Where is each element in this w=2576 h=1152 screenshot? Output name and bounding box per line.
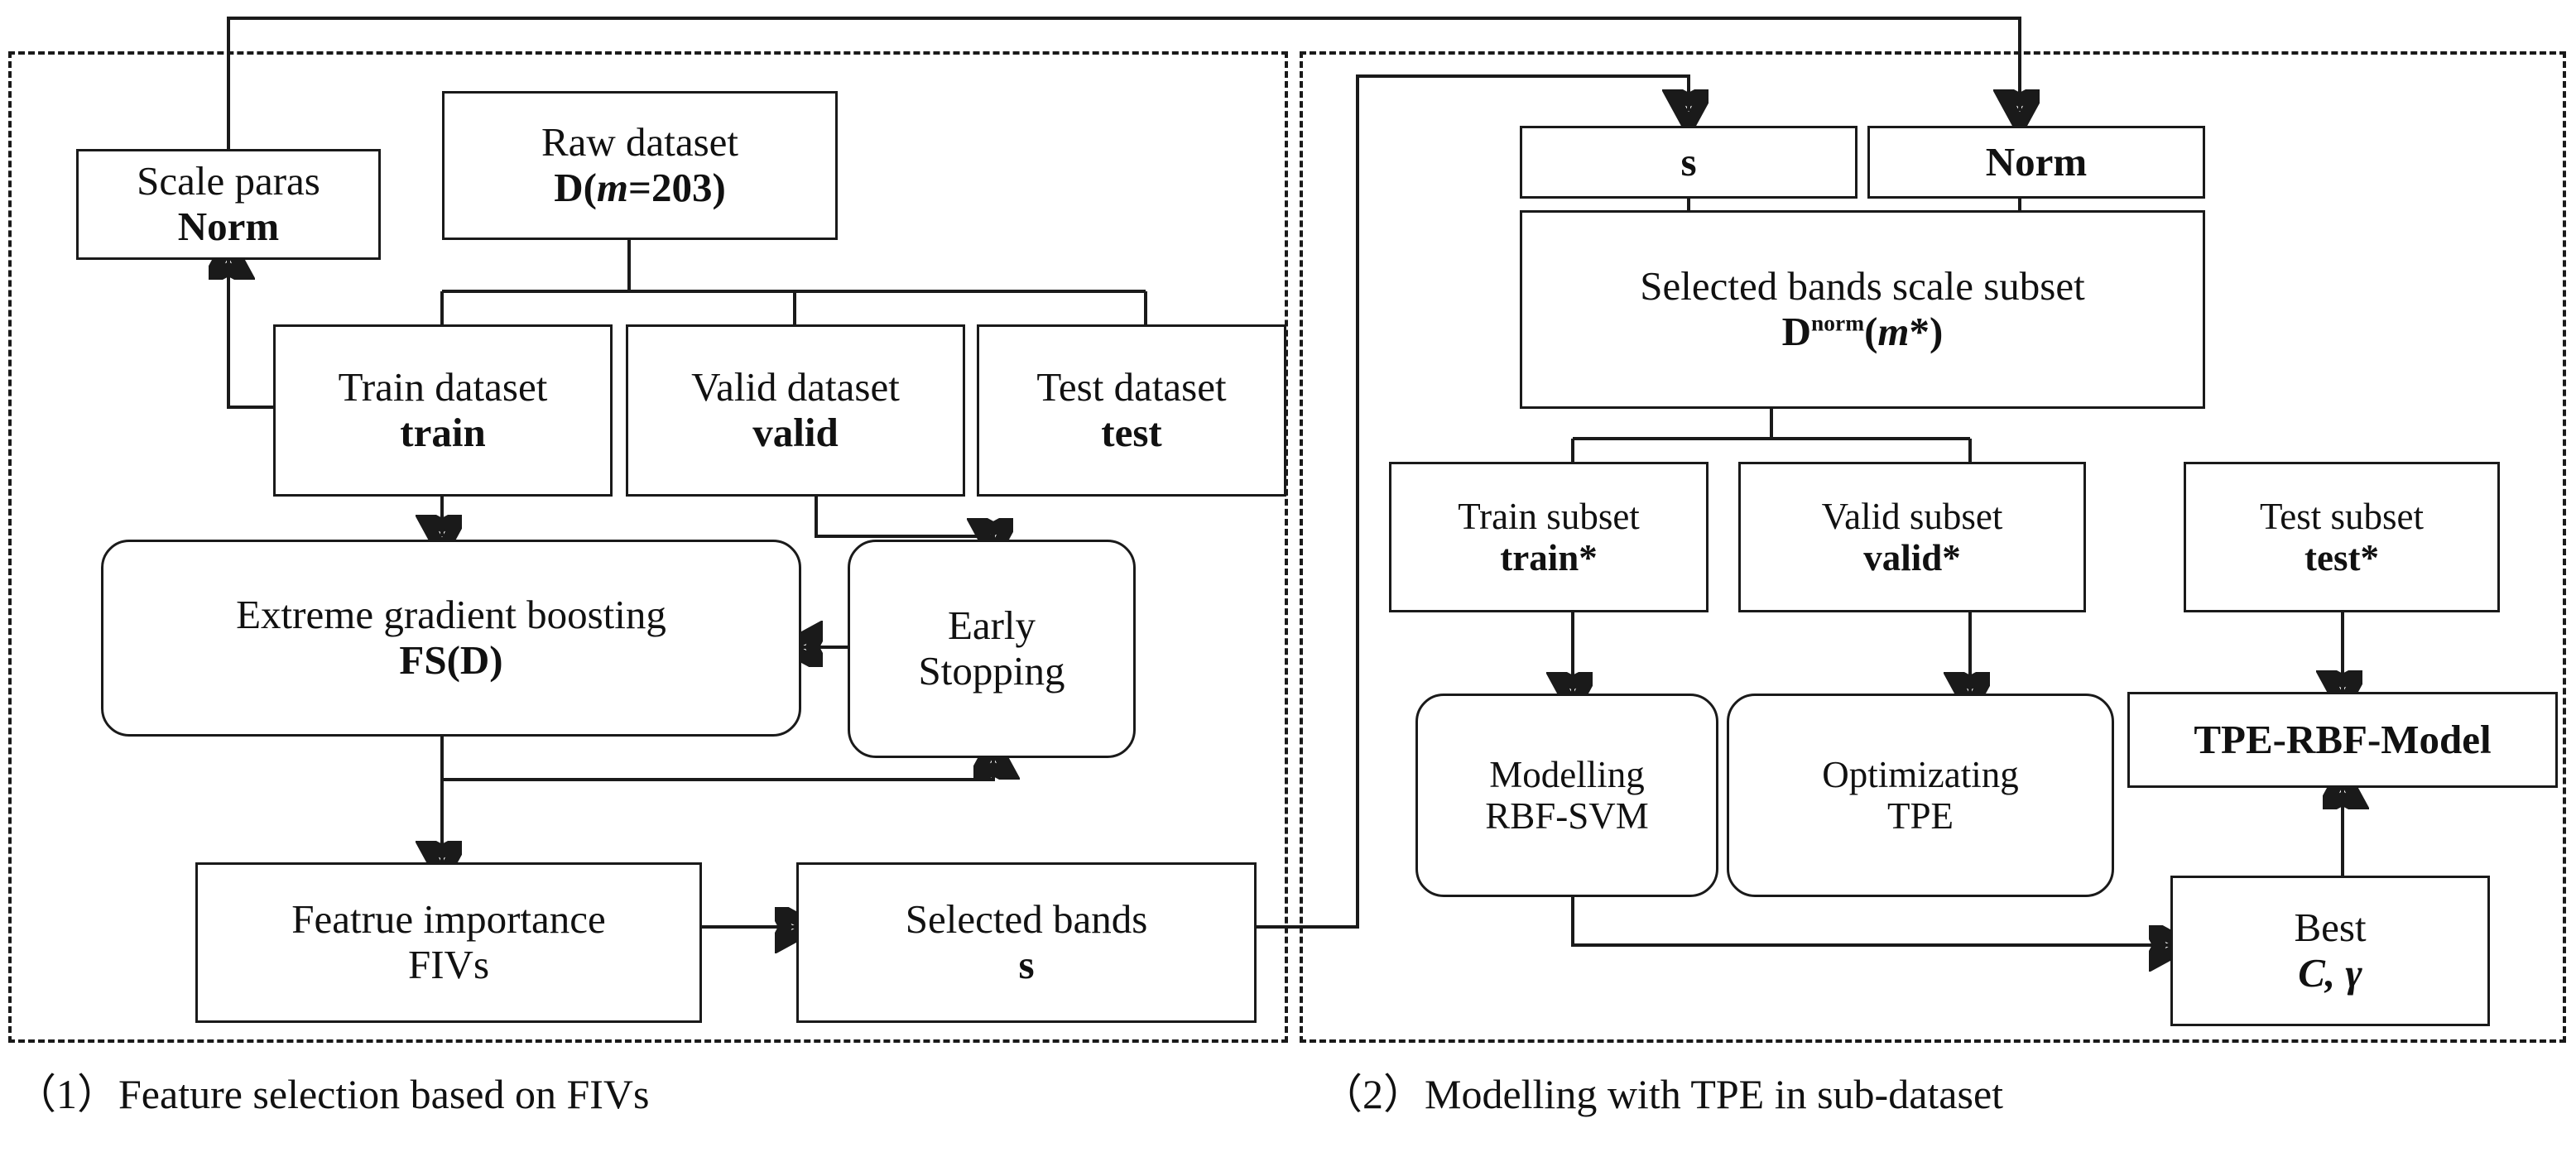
test-subset-line2: test* (2304, 537, 2379, 578)
train-dataset-line2: train (400, 410, 486, 455)
node-s[interactable]: s (1520, 126, 1858, 199)
early-stopping-line2: Stopping (918, 648, 1065, 694)
node-train-dataset[interactable]: Train dataset train (273, 324, 613, 497)
node-scale-subset[interactable]: Selected bands scale subset Dnorm(m*) (1520, 210, 2205, 409)
node-norm[interactable]: Norm (1867, 126, 2205, 199)
node-valid-subset[interactable]: Valid subset valid* (1738, 462, 2086, 612)
node-test-subset[interactable]: Test subset test* (2184, 462, 2500, 612)
modelling-line2: RBF-SVM (1485, 795, 1649, 837)
selected-bands-line2: s (1018, 942, 1035, 987)
early-stopping-line1: Early (947, 602, 1036, 649)
tpe-rbf-model-label: TPE-RBF-Model (2194, 716, 2492, 762)
node-selected-bands[interactable]: Selected bands s (796, 862, 1257, 1023)
node-scale-paras[interactable]: Scale paras Norm (76, 149, 381, 260)
best-params-line1: Best (2294, 905, 2367, 951)
node-valid-dataset[interactable]: Valid dataset valid (626, 324, 965, 497)
node-tpe-rbf-model[interactable]: TPE-RBF-Model (2127, 692, 2558, 788)
optimizating-line1: Optimizating (1822, 753, 2019, 795)
train-subset-line2: train* (1500, 537, 1598, 578)
test-subset-line1: Test subset (2259, 495, 2425, 537)
feature-importance-line1: Featrue importance (291, 896, 606, 943)
s-label: s (1680, 138, 1697, 185)
test-dataset-line2: test (1101, 410, 1162, 455)
selected-bands-line1: Selected bands (905, 896, 1148, 943)
optimizating-line2: TPE (1886, 795, 1954, 837)
scale-subset-line2: Dnorm(m*) (1781, 309, 1944, 354)
node-test-dataset[interactable]: Test dataset test (977, 324, 1286, 497)
node-early-stopping[interactable]: Early Stopping (848, 540, 1136, 758)
node-optimizating[interactable]: Optimizating TPE (1727, 694, 2114, 897)
scale-paras-line2: Norm (177, 204, 280, 249)
train-subset-line1: Train subset (1458, 495, 1640, 537)
xgboost-line2: FS(D) (399, 637, 503, 683)
raw-dataset-line2: D(m=203) (554, 165, 726, 210)
valid-subset-line1: Valid subset (1821, 495, 2003, 537)
modelling-line1: Modelling (1489, 753, 1645, 795)
feature-importance-line2: FIVs (407, 942, 490, 987)
caption-panel-1: （1）Feature selection based on FIVs (15, 1071, 650, 1117)
raw-dataset-line1: Raw dataset (541, 119, 739, 166)
node-xgboost[interactable]: Extreme gradient boosting FS(D) (101, 540, 801, 737)
valid-subset-line2: valid* (1863, 537, 1961, 578)
norm-label: Norm (1985, 138, 2088, 185)
node-raw-dataset[interactable]: Raw dataset D(m=203) (442, 91, 838, 240)
test-dataset-line1: Test dataset (1036, 364, 1227, 410)
caption-panel-2: （2）Modelling with TPE in sub-dataset (1321, 1071, 2004, 1117)
node-feature-importance[interactable]: Featrue importance FIVs (195, 862, 702, 1023)
best-params-line2: C, γ (2298, 950, 2362, 996)
scale-paras-line1: Scale paras (137, 158, 320, 204)
node-modelling[interactable]: Modelling RBF-SVM (1415, 694, 1718, 897)
train-dataset-line1: Train dataset (338, 364, 548, 410)
valid-dataset-line1: Valid dataset (691, 364, 900, 410)
node-best-params[interactable]: Best C, γ (2170, 876, 2490, 1026)
scale-subset-line1: Selected bands scale subset (1640, 263, 2085, 310)
valid-dataset-line2: valid (752, 410, 839, 455)
xgboost-line1: Extreme gradient boosting (236, 592, 666, 638)
node-train-subset[interactable]: Train subset train* (1389, 462, 1709, 612)
